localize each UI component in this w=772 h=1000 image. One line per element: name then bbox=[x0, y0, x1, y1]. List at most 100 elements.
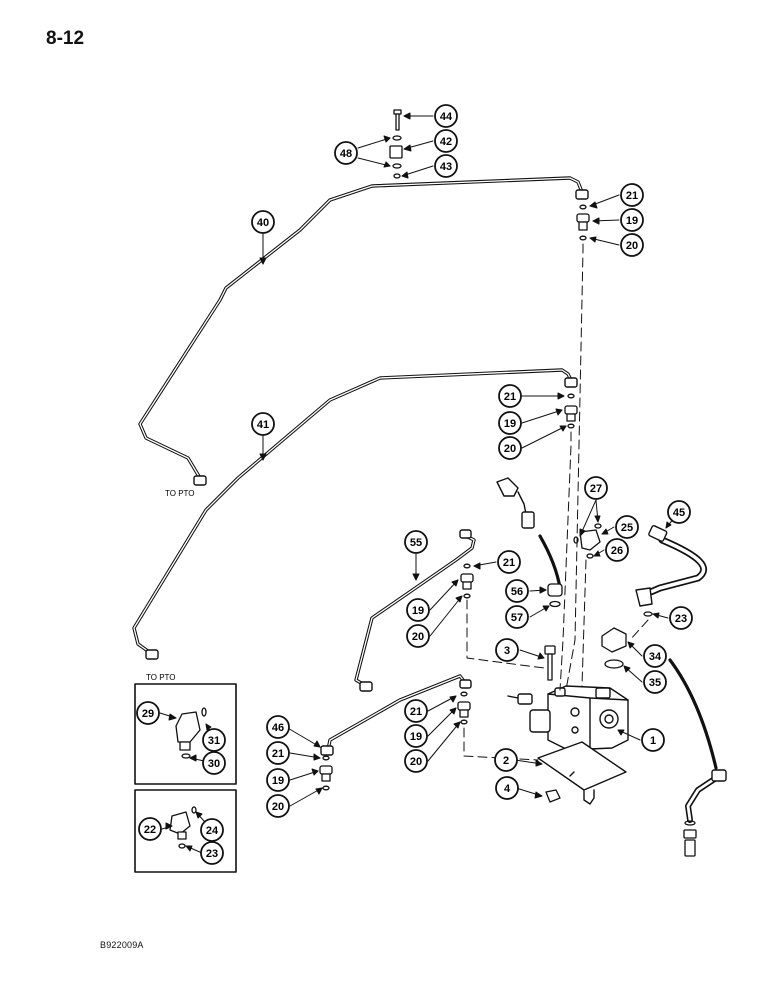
callout-number: 42 bbox=[440, 136, 452, 148]
callout-number: 25 bbox=[621, 522, 633, 534]
callout-57: 57 bbox=[505, 605, 529, 629]
leader-arrow-hose bbox=[668, 658, 718, 770]
oring-23-hose bbox=[643, 611, 653, 617]
callout-20: 20 bbox=[498, 436, 522, 460]
bolt-3 bbox=[544, 645, 556, 681]
callout-number: 56 bbox=[511, 586, 523, 598]
callout-23: 23 bbox=[200, 841, 224, 865]
callout-circle bbox=[202, 751, 226, 775]
plug-34 bbox=[601, 627, 627, 669]
callout-number: 27 bbox=[590, 483, 602, 495]
callout-circle bbox=[200, 841, 224, 865]
callout-19: 19 bbox=[498, 411, 522, 435]
callout-circle bbox=[406, 598, 430, 622]
callout-20: 20 bbox=[404, 749, 428, 773]
callout-circle bbox=[251, 210, 275, 234]
callout-circle bbox=[434, 129, 458, 153]
callout-30: 30 bbox=[202, 751, 226, 775]
callout-number: 20 bbox=[504, 443, 516, 455]
callout-circle bbox=[643, 670, 667, 694]
callout-number: 34 bbox=[649, 651, 662, 663]
callout-circle bbox=[202, 728, 226, 752]
callout-number: 20 bbox=[410, 756, 422, 768]
callout-19: 19 bbox=[620, 208, 644, 232]
sensor-upper bbox=[496, 477, 535, 529]
callout-number: 44 bbox=[440, 111, 453, 123]
callout-29: 29 bbox=[136, 701, 160, 725]
callout-23: 23 bbox=[669, 606, 693, 630]
tube-46 bbox=[320, 674, 472, 756]
callout-group: 4442484321192040412119202725264555215619… bbox=[136, 104, 693, 865]
callout-number: 55 bbox=[410, 537, 422, 549]
callout-number: 24 bbox=[206, 825, 219, 837]
callout-number: 21 bbox=[410, 706, 422, 718]
fitting-stack-b bbox=[564, 393, 578, 429]
callout-3: 3 bbox=[495, 638, 519, 662]
callout-2: 2 bbox=[494, 748, 518, 772]
callout-19: 19 bbox=[406, 598, 430, 622]
callout-circle bbox=[620, 183, 644, 207]
nut-4 bbox=[545, 789, 561, 803]
callout-56: 56 bbox=[505, 579, 529, 603]
callout-number: 48 bbox=[340, 148, 352, 160]
hose-right bbox=[683, 769, 727, 857]
callout-number: 31 bbox=[208, 735, 220, 747]
bracket-plate bbox=[537, 741, 627, 805]
inset-box-upper bbox=[134, 683, 237, 785]
callout-44: 44 bbox=[434, 104, 458, 128]
callout-circle bbox=[497, 550, 521, 574]
callout-circle bbox=[138, 817, 162, 841]
callout-20: 20 bbox=[406, 624, 430, 648]
callout-circle bbox=[266, 741, 290, 765]
valve-block bbox=[507, 685, 629, 751]
callout-number: 40 bbox=[257, 217, 269, 229]
callout-21: 21 bbox=[266, 741, 290, 765]
callout-41: 41 bbox=[251, 412, 275, 436]
callout-number: 20 bbox=[272, 801, 284, 813]
note-to-pto-lower: TO PTO bbox=[146, 673, 176, 682]
callout-21: 21 bbox=[497, 550, 521, 574]
callout-number: 35 bbox=[649, 677, 661, 689]
callout-circle bbox=[136, 701, 160, 725]
callout-24: 24 bbox=[200, 818, 224, 842]
callout-number: 19 bbox=[626, 215, 638, 227]
inset-lower-fitting bbox=[169, 806, 197, 849]
callout-circle bbox=[498, 411, 522, 435]
callout-number: 41 bbox=[257, 419, 269, 431]
inset-upper-fitting bbox=[175, 707, 207, 759]
callout-4: 4 bbox=[495, 776, 519, 800]
callout-21: 21 bbox=[498, 384, 522, 408]
callout-circle bbox=[505, 579, 529, 603]
callout-40: 40 bbox=[251, 210, 275, 234]
callout-number: 21 bbox=[504, 391, 516, 403]
callout-21: 21 bbox=[620, 183, 644, 207]
callout-circle bbox=[505, 605, 529, 629]
callout-1: 1 bbox=[641, 728, 665, 752]
callout-circle bbox=[406, 624, 430, 648]
callout-46: 46 bbox=[266, 715, 290, 739]
plug-56 bbox=[547, 583, 563, 608]
callout-31: 31 bbox=[202, 728, 226, 752]
callout-48: 48 bbox=[334, 141, 358, 165]
callout-circle bbox=[620, 208, 644, 232]
callout-20: 20 bbox=[266, 794, 290, 818]
callout-number: 30 bbox=[208, 758, 220, 770]
callout-circle bbox=[498, 384, 522, 408]
callout-circle bbox=[667, 500, 691, 524]
callout-35: 35 bbox=[643, 670, 667, 694]
leader-arrow-solenoid bbox=[538, 534, 562, 590]
callout-25: 25 bbox=[615, 515, 639, 539]
callout-circle bbox=[434, 154, 458, 178]
callout-number: 19 bbox=[504, 418, 516, 430]
top-hardware bbox=[389, 109, 403, 179]
tube-41 bbox=[132, 368, 578, 660]
callout-26: 26 bbox=[605, 538, 629, 562]
callout-circle bbox=[266, 768, 290, 792]
callout-number: 45 bbox=[673, 507, 685, 519]
callout-number: 23 bbox=[206, 848, 218, 860]
callout-circle bbox=[615, 515, 639, 539]
callout-leaders bbox=[159, 112, 680, 854]
callout-circle bbox=[584, 476, 608, 500]
callout-circle bbox=[266, 794, 290, 818]
